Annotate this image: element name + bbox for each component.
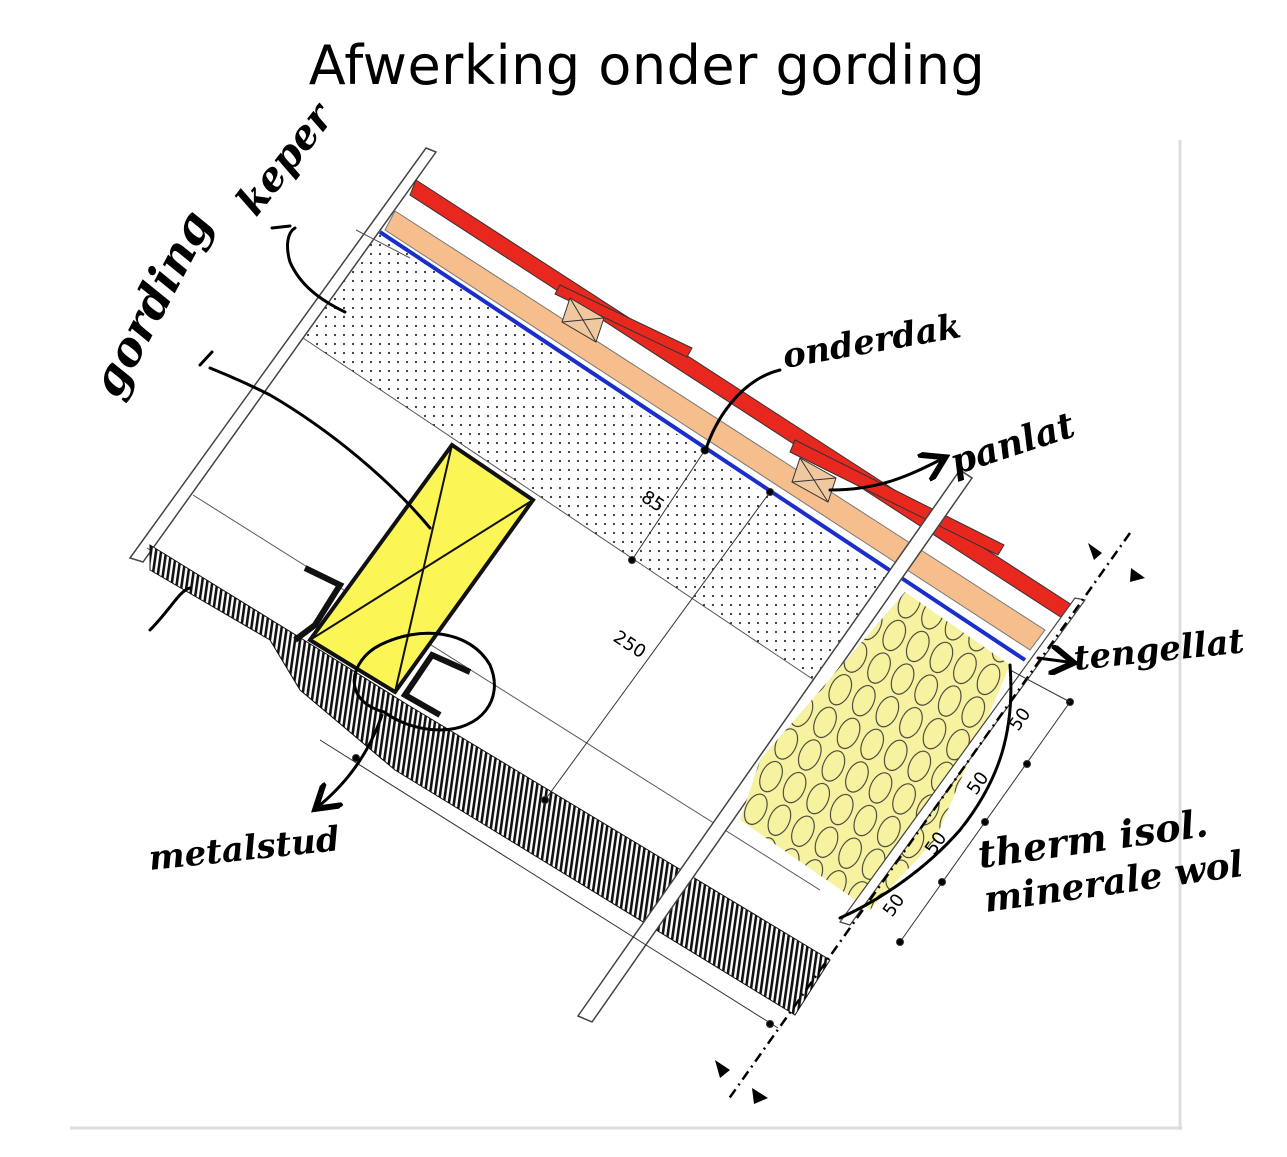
- keper-rafter-band: [128, 147, 438, 563]
- label-gording: gording: [80, 201, 223, 405]
- label-tengellat: tengellat: [1072, 621, 1247, 679]
- metal-stud-brackets: [293, 565, 472, 718]
- panlat-batten: [561, 297, 605, 343]
- gording-purlin: [307, 442, 536, 695]
- onderdak-line: [378, 230, 1027, 662]
- section-marker-bottom: [715, 1060, 768, 1104]
- label-keper: keper: [227, 92, 344, 224]
- dim-250: 250: [609, 627, 649, 663]
- label-panlat: panlat: [945, 404, 1080, 484]
- mineral-wool-insulation: [740, 592, 1010, 910]
- dimension-lines: [319, 445, 1074, 1029]
- panlat-batten: [791, 457, 837, 503]
- label-onderdak: onderdak: [780, 306, 964, 377]
- roof-tile-overlap: [554, 284, 693, 358]
- dotted-insulation-zone: [303, 232, 900, 684]
- section-cut-line: [726, 532, 1132, 1101]
- label-metalstud: metalstud: [147, 819, 342, 879]
- page-title: Afwerking onder gording: [308, 34, 986, 97]
- section-marker-top: [1088, 543, 1145, 582]
- handwritten-leaders: [148, 224, 1068, 920]
